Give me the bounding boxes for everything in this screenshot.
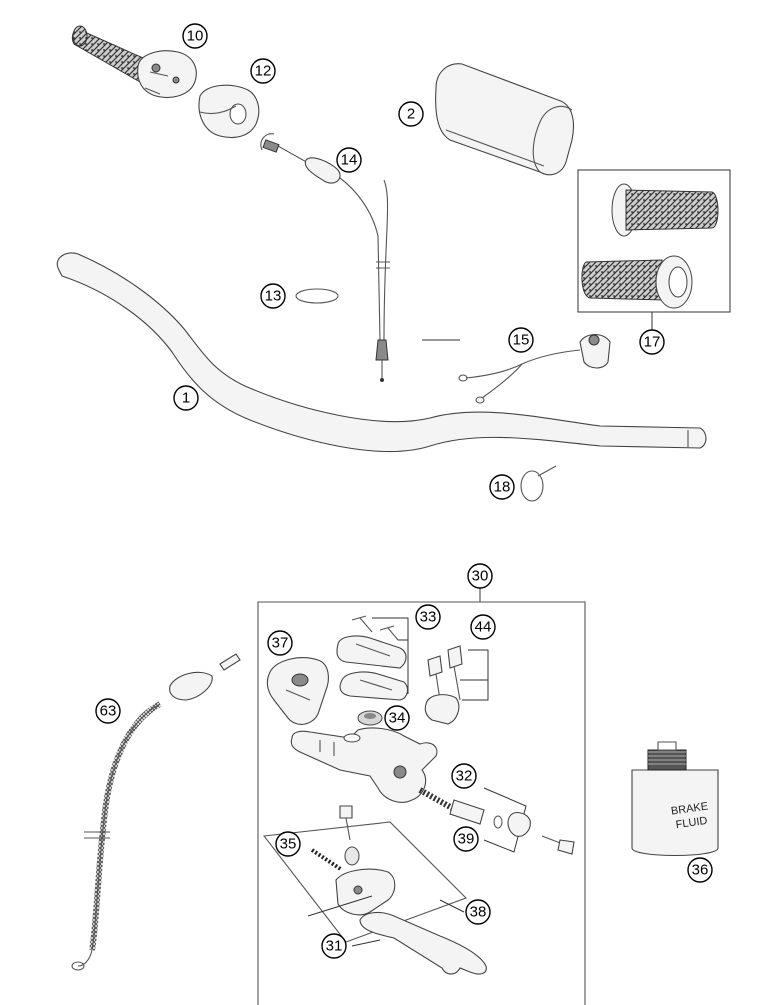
callout-34: 34 <box>384 705 410 731</box>
callout-18-text: 18 <box>494 479 511 496</box>
callout-37-text: 37 <box>272 635 289 652</box>
callout-39-text: 39 <box>458 831 475 848</box>
callout-33: 33 <box>415 604 441 630</box>
callout-38-text: 38 <box>470 904 487 921</box>
callout-33-text: 33 <box>420 609 437 626</box>
callout-34-text: 34 <box>389 710 406 727</box>
callout-30: 30 <box>467 563 493 589</box>
lever-cover <box>266 657 329 725</box>
callout-32-text: 32 <box>456 768 473 785</box>
sight-glass <box>357 710 383 726</box>
boot-pushrod <box>493 811 575 855</box>
reservoir-screws <box>351 615 409 694</box>
callout-17: 17 <box>639 329 665 355</box>
brake-assembly-box <box>257 588 586 1005</box>
reservoir-cap <box>336 635 409 701</box>
callout-38: 38 <box>465 899 491 925</box>
callout-2: 2 <box>398 101 424 127</box>
callout-35-text: 35 <box>280 836 297 853</box>
callout-10-text: 10 <box>187 28 204 45</box>
handlebar-pad <box>435 63 575 176</box>
callout-1-text: 1 <box>182 390 190 407</box>
callout-32: 32 <box>451 763 477 789</box>
lever-subassembly <box>262 821 467 943</box>
callout-10: 10 <box>182 23 208 49</box>
brake-lever <box>359 911 487 975</box>
kill-switch <box>458 333 611 404</box>
callout-15-text: 15 <box>513 332 530 349</box>
callout-1: 1 <box>173 385 199 411</box>
callout-31: 31 <box>321 933 347 959</box>
cable-tie <box>520 465 557 502</box>
callout-36: 36 <box>687 857 713 883</box>
callout-44: 44 <box>470 614 496 640</box>
callout-31-text: 31 <box>326 938 343 955</box>
handlebar <box>56 252 707 452</box>
callout-2-text: 2 <box>407 106 415 123</box>
pivot-bolt <box>339 805 353 841</box>
grip-set-box <box>577 169 731 330</box>
clamp-bolts <box>424 645 489 725</box>
callout-15: 15 <box>508 327 534 353</box>
callout-13-text: 13 <box>265 288 282 305</box>
callout-14: 14 <box>336 147 362 173</box>
callout-44-text: 44 <box>475 619 492 636</box>
hydraulic-line <box>71 653 241 971</box>
callout-63: 63 <box>95 698 121 724</box>
callout-12-text: 12 <box>255 63 272 80</box>
throttle-housing <box>198 84 260 139</box>
brake-fluid-can: BRAKE FLUID <box>631 741 719 856</box>
callout-17-text: 17 <box>644 334 661 351</box>
callout-12: 12 <box>250 58 276 84</box>
callout-leaders <box>307 339 465 947</box>
brake-fluid-line2: FLUID <box>675 815 708 831</box>
o-ring <box>295 288 339 304</box>
brake-fluid-line1: BRAKE <box>670 800 709 817</box>
callout-14-text: 14 <box>341 152 358 169</box>
callout-13: 13 <box>260 283 286 309</box>
throttle-cable <box>260 133 390 382</box>
master-cylinder-body <box>290 727 438 803</box>
callout-30-text: 30 <box>472 568 489 585</box>
callout-36-text: 36 <box>692 862 709 879</box>
callout-18: 18 <box>489 474 515 500</box>
callout-63-text: 63 <box>100 703 117 720</box>
callout-39: 39 <box>453 826 479 852</box>
callout-35: 35 <box>275 831 301 857</box>
callout-37: 37 <box>267 630 293 656</box>
throttle-grip <box>71 25 197 99</box>
